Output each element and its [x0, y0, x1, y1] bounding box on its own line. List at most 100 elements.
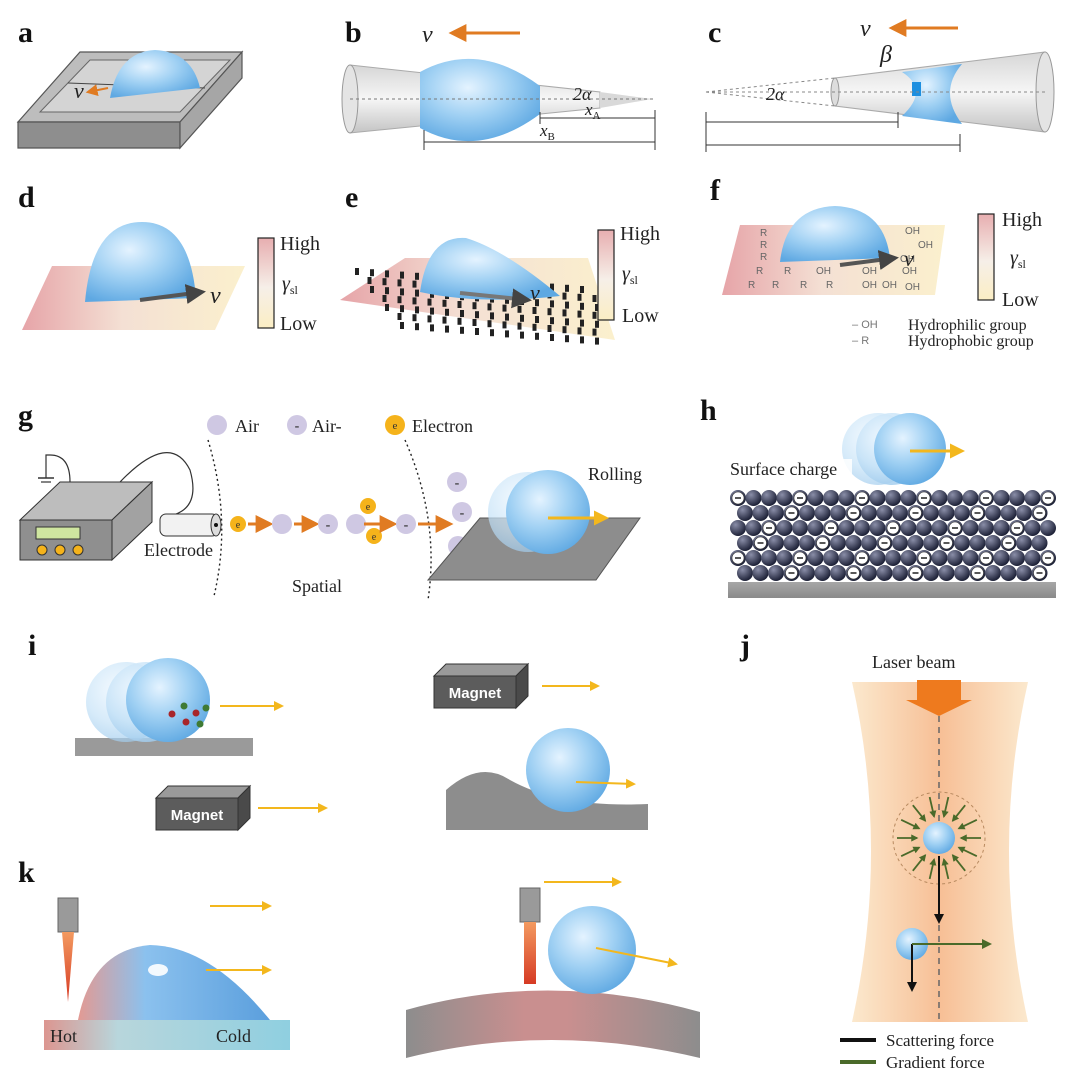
- substrate-sphere: [916, 520, 932, 536]
- electron-particle: [360, 498, 376, 514]
- substrate-sphere: [993, 490, 1010, 506]
- gamma-scale-f: [977, 213, 995, 301]
- contact-marker: [912, 82, 921, 96]
- substrate-sphere: [876, 505, 893, 521]
- substrate-sphere: [962, 520, 979, 536]
- substrate-sphere: [985, 535, 1001, 551]
- pillar: [445, 308, 449, 316]
- r-mark: R: [772, 280, 779, 291]
- knob: [72, 544, 84, 556]
- r-mark: R: [760, 228, 767, 239]
- air-particle: [272, 514, 292, 534]
- substrate-sphere: [885, 490, 901, 506]
- pillar: [577, 310, 582, 318]
- e-mark: e: [393, 420, 398, 432]
- pillar: [580, 319, 584, 327]
- panel-d: d v High γsl Low: [18, 181, 320, 335]
- legend-air: Air: [235, 416, 259, 436]
- oh-mark: OH: [902, 266, 917, 277]
- pillar: [430, 324, 434, 332]
- panel-label-d: d: [18, 181, 35, 214]
- boundary-right: [404, 439, 432, 601]
- motion-arrow-i4: [575, 778, 636, 789]
- r-mark: R: [784, 266, 791, 277]
- substrate-sphere: [807, 550, 824, 566]
- gradient-force-arrow: [912, 854, 927, 872]
- pillar: [547, 308, 552, 316]
- pillar: [412, 314, 417, 322]
- substrate-sphere: [907, 535, 924, 551]
- gamma-label-e: γsl: [622, 263, 639, 287]
- legend-air-neg-dot: [287, 415, 307, 435]
- panel-c: c v β 2α: [705, 16, 1055, 152]
- magnet2-side: [515, 662, 529, 710]
- pillar: [367, 277, 372, 284]
- substrate-sphere: [869, 520, 886, 536]
- scale-low-f: Low: [1002, 289, 1039, 311]
- pillar: [535, 316, 539, 323]
- r-mark: R: [760, 240, 767, 251]
- substrate-sphere: [814, 505, 831, 521]
- substrate-sphere: [993, 520, 1010, 536]
- velocity-label-a: v: [74, 78, 84, 103]
- substrate-sphere: [931, 490, 948, 506]
- pillar: [427, 315, 432, 323]
- velocity-label-d: v: [210, 283, 221, 309]
- panel-g: g Air - Air- e Electron Electrode e: [18, 399, 642, 601]
- gradient-force-arrow: [951, 804, 966, 822]
- substrate-sphere: [985, 505, 1001, 521]
- pillar: [355, 268, 359, 275]
- pillar: [385, 304, 389, 311]
- panel-label-a: a: [18, 16, 33, 49]
- minus-sign: -: [455, 476, 460, 491]
- velocity-arrow-d: [139, 284, 206, 304]
- pillar: [565, 335, 569, 343]
- magnetic-particle: [202, 704, 210, 712]
- substrate-sphere: [885, 550, 901, 566]
- substrate-sphere: [761, 490, 777, 506]
- substrate-sphere: [854, 520, 870, 536]
- substrate-sphere: [768, 505, 784, 521]
- panel-i: i Magnet Magnet: [28, 629, 648, 832]
- power-supply-side: [111, 480, 153, 562]
- pillar: [385, 287, 389, 295]
- pillar: [532, 323, 537, 331]
- panel-j: j Laser beam Scattering force Gradient f…: [739, 629, 1028, 1072]
- substrate-sphere: [931, 520, 948, 536]
- substrate-sphere: [892, 505, 908, 521]
- air-neg-particle: [396, 514, 416, 534]
- gamma-label-d: γsl: [282, 273, 299, 297]
- substrate-sphere: [823, 550, 839, 566]
- pillar: [577, 293, 582, 301]
- panel-label-h: h: [700, 394, 717, 427]
- r-mark: R: [756, 266, 763, 277]
- pillar: [547, 325, 552, 332]
- panel-label-i: i: [28, 629, 36, 662]
- pillar: [415, 289, 419, 297]
- air-neg-particle: [447, 472, 467, 492]
- substrate-sphere: [823, 490, 839, 506]
- panel-e: e v High γsl Low: [340, 181, 660, 345]
- scale-high-f: High: [1002, 209, 1042, 231]
- substrate-sphere: [900, 520, 917, 536]
- substrate-sphere: [869, 490, 886, 506]
- pillar: [565, 284, 569, 292]
- substrate-sphere: [947, 550, 963, 566]
- pillar: [400, 322, 404, 329]
- pillar: [580, 336, 584, 344]
- scale-low-e: Low: [622, 305, 659, 327]
- substrate-sphere: [776, 550, 793, 566]
- magnet1-side: [237, 784, 251, 832]
- legend-air-neg: Air-: [312, 416, 342, 436]
- pillar: [577, 327, 582, 335]
- substrate-sphere: [1000, 505, 1017, 521]
- pillar: [535, 332, 539, 340]
- pillar: [457, 317, 462, 325]
- e-mark: e: [236, 520, 241, 531]
- pillar: [595, 304, 599, 311]
- pillar: [415, 272, 419, 280]
- pillar: [475, 328, 479, 335]
- scale-low-d: Low: [280, 313, 317, 335]
- rolling-sphere-h: [874, 413, 946, 485]
- e-mark: e: [372, 532, 377, 543]
